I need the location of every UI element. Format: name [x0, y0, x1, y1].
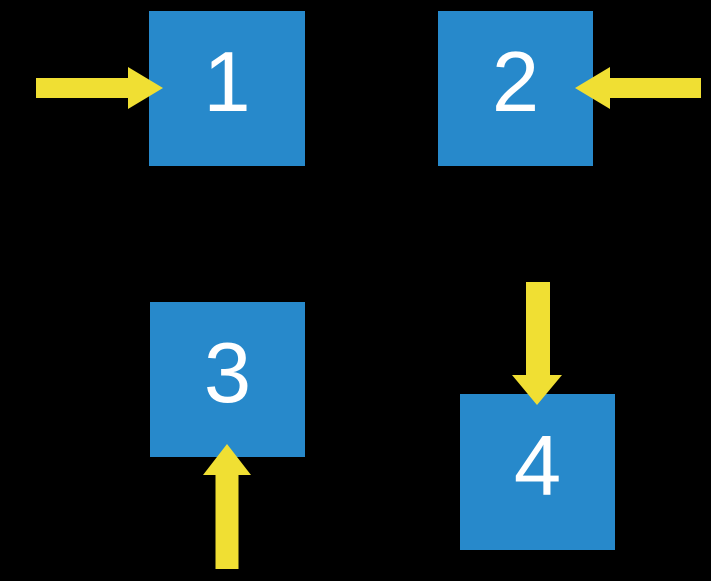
box-1-label: 1 — [203, 35, 251, 130]
box-4-label: 4 — [513, 418, 562, 514]
numbered-box-1: 1 — [149, 11, 305, 166]
box-3-label: 3 — [203, 326, 252, 421]
numbered-box-4: 4 — [460, 394, 615, 550]
arrow-up-icon — [203, 444, 251, 569]
numbered-box-2: 2 — [438, 11, 593, 166]
box-2-label: 2 — [491, 35, 540, 130]
arrow-right-icon — [36, 67, 163, 109]
arrow-left-icon — [575, 67, 701, 109]
arrow-down-icon — [512, 282, 562, 405]
numbered-box-3: 3 — [150, 302, 305, 457]
